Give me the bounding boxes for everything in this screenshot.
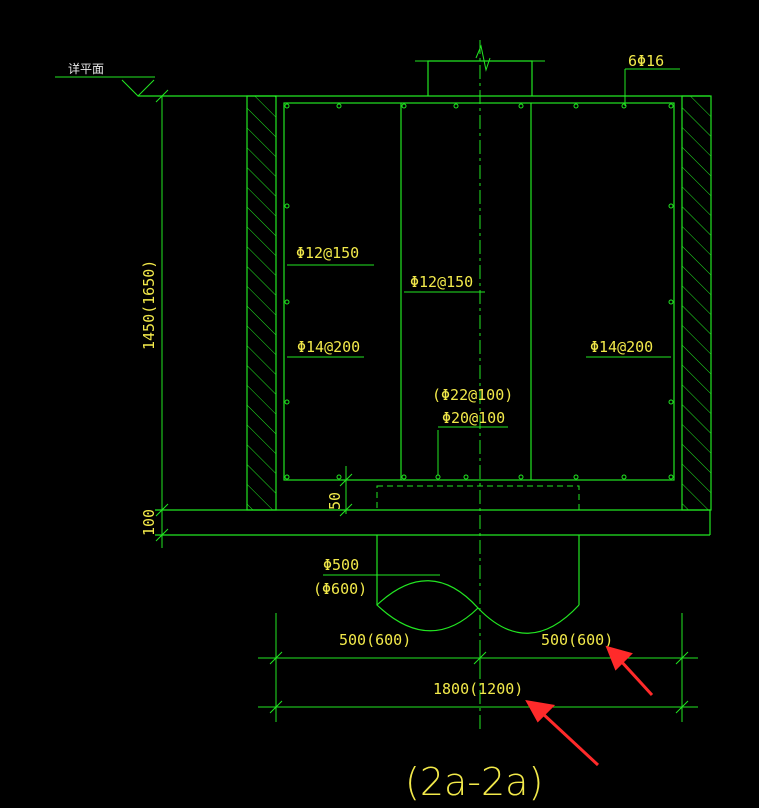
- ground-level-marker: 详平面: [55, 61, 710, 97]
- bar-left-horizontal-label: Φ12@150: [296, 244, 359, 262]
- bar-left-lower-label: Φ14@200: [297, 338, 360, 356]
- bar-right-lower-label: Φ14@200: [590, 338, 653, 356]
- dim-right-label: 500(600): [541, 631, 613, 649]
- dim-left-label: 500(600): [339, 631, 411, 649]
- pile-dia-alt-label: (Φ600): [313, 580, 367, 598]
- bottom-dimensions: [258, 613, 698, 722]
- height-label: 1450(1650): [140, 260, 158, 350]
- rebar-cage: [283, 102, 675, 481]
- dim-50: 50: [326, 466, 353, 517]
- left-wall: [246, 95, 277, 511]
- break-symbol: [475, 44, 491, 72]
- height-dimension: 1450(1650) 100: [140, 89, 169, 548]
- dim-total-label: 1800(1200): [433, 680, 523, 698]
- dim-100-label: 100: [140, 509, 158, 536]
- pile-dia-label: Φ500: [323, 556, 359, 574]
- top-bars-label: 6Φ16: [628, 52, 664, 70]
- dim-50-label: 50: [326, 492, 344, 510]
- section-title: (2a-2a): [405, 760, 543, 804]
- slab: [155, 509, 711, 536]
- bar-bottom-alt-label: (Φ22@100): [432, 386, 513, 404]
- annotation-arrow-2: [525, 700, 600, 767]
- bar-center-vertical-label: Φ12@150: [410, 273, 473, 291]
- bar-bottom-label: Φ20@100: [442, 409, 505, 427]
- right-wall: [681, 95, 712, 511]
- ground-level-label: 详平面: [68, 61, 104, 76]
- pile: [376, 485, 580, 634]
- leaders: [287, 68, 680, 576]
- rebar-dots: [284, 103, 674, 480]
- annotation-arrow-1: [605, 645, 654, 697]
